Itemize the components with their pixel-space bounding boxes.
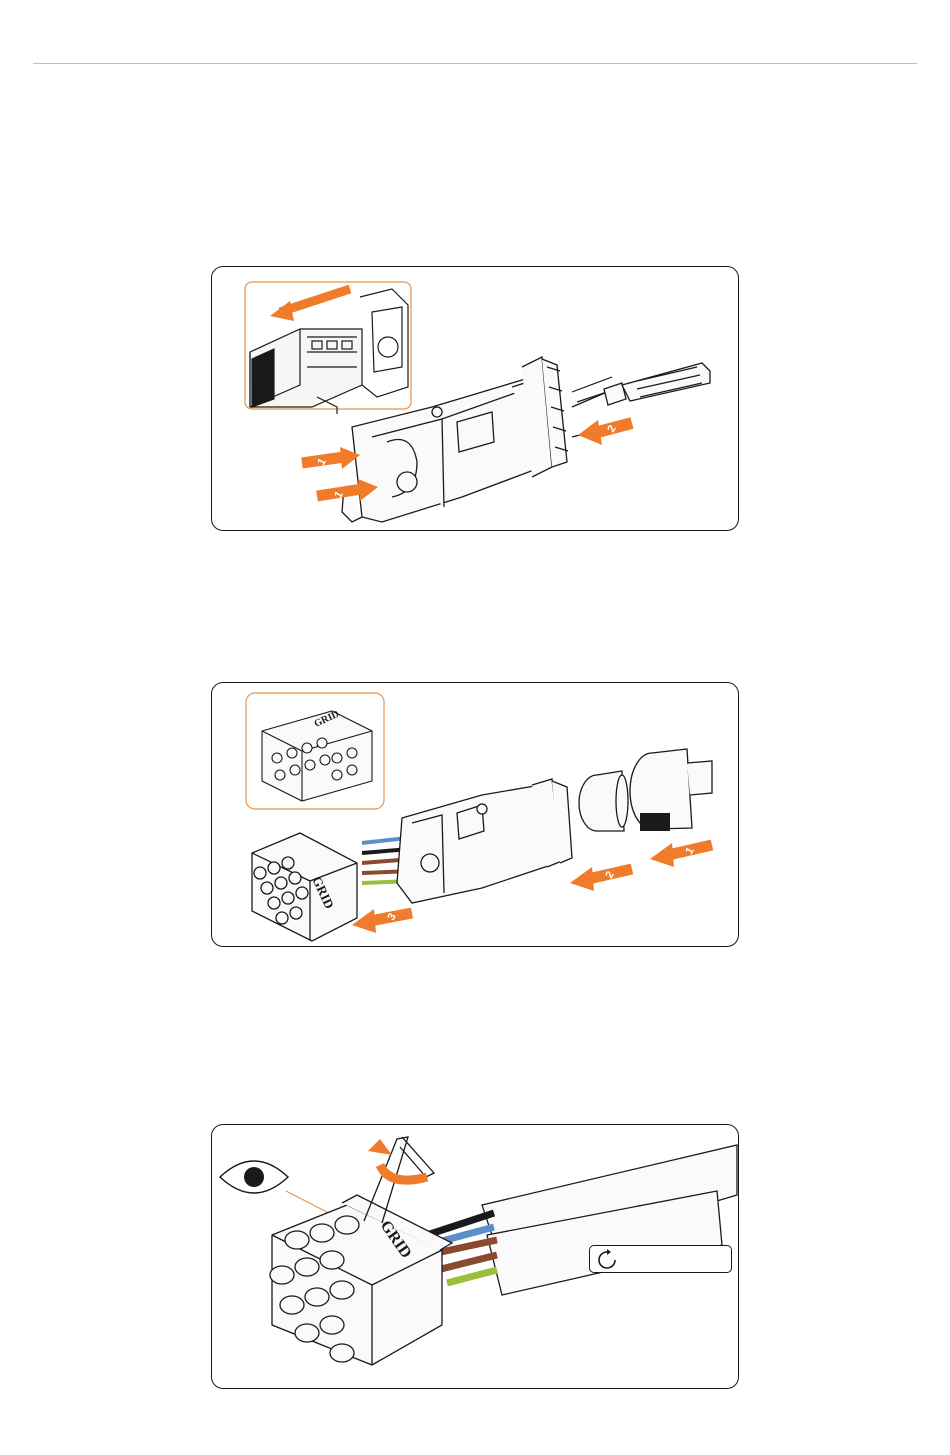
seal-drawing [579,771,628,831]
arrow-2: 2 [570,867,632,891]
arrow-3: 3 [352,909,412,933]
arrow-2: 2 [578,420,632,445]
figure-1-frame: 1 1 2 [211,266,739,531]
arrow-1a: 1 [302,447,360,469]
rotate-arrow-icon [596,1249,618,1271]
figure-3-frame: GRID [211,1124,739,1389]
header-divider [33,63,917,64]
figure-1-illustration: 1 1 2 [212,267,739,531]
cap-nut-drawing [630,749,712,831]
arrow-1: 1 [650,843,712,867]
terminal-block-drawing [270,1195,452,1365]
torque-indicator [589,1245,732,1273]
terminal-block-drawing [252,833,357,941]
housing-drawing [397,779,572,903]
screwdriver-drawing [572,363,710,407]
figure-2-frame: GRID GRID [211,682,739,947]
eye-icon [220,1161,288,1193]
figure-2-illustration: GRID GRID [212,683,739,947]
